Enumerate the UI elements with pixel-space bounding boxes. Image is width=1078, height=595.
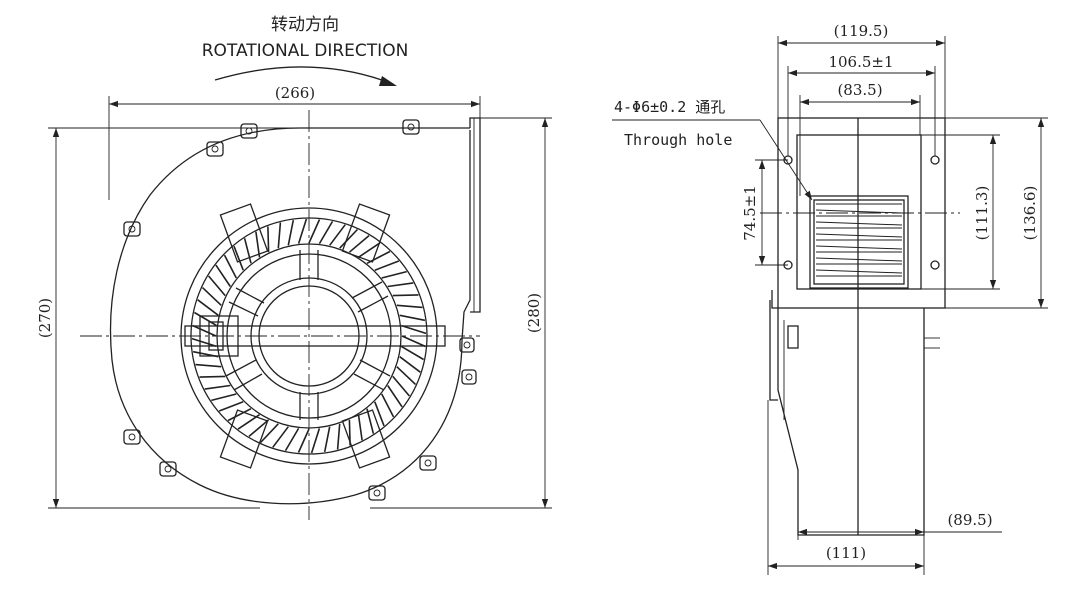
impeller-blade: [192, 324, 217, 337]
impeller-blade: [284, 427, 300, 452]
impeller-blade: [381, 270, 407, 279]
impeller-blade: [329, 224, 346, 246]
impeller-blade: [297, 218, 308, 244]
impeller-side-blade: [815, 245, 903, 250]
impeller-blade: [318, 220, 334, 245]
impeller-blade: [339, 228, 358, 249]
impeller-blade: [396, 366, 417, 385]
impeller-blade: [357, 414, 363, 441]
top-dimension-1: (119.5): [834, 22, 889, 40]
hole-note-en: Through hole: [624, 131, 732, 149]
impeller-side-blade: [815, 269, 903, 274]
impeller-blade: [387, 385, 403, 408]
impeller-blade: [380, 393, 395, 418]
impeller-blade: [287, 219, 295, 246]
mounting-tab: [123, 119, 477, 501]
hole-spacing-dimension: 74.5±1: [741, 185, 759, 241]
impeller-blade: [223, 254, 238, 279]
front-view: (266) (270) (280): [36, 84, 552, 520]
impeller-blade: [401, 324, 427, 335]
rotation-arrow-head: [379, 76, 397, 86]
inner-height-dimension: (111.3): [973, 186, 991, 241]
impeller-blade: [358, 242, 381, 258]
impeller-blade: [399, 356, 421, 373]
top-dimension-3: (83.5): [837, 81, 882, 99]
impeller-side-blade: [815, 209, 903, 214]
impeller-blade: [323, 426, 331, 453]
impeller-blade: [207, 275, 226, 297]
impeller-blade: [277, 222, 282, 249]
impeller-blade: [272, 426, 289, 448]
impeller-blade: [211, 393, 237, 402]
impeller-blade: [401, 335, 426, 348]
impeller-side-blade: [815, 221, 903, 226]
impeller-blade: [201, 287, 222, 306]
impeller-blade: [387, 282, 414, 288]
outlet-flange: [469, 117, 481, 313]
hole-note-cn: 4-Φ6±0.2 通孔: [614, 98, 725, 116]
rotation-label-en: ROTATIONAL DIRECTION: [202, 41, 409, 61]
impeller-blade: [255, 231, 261, 258]
impeller-blade: [227, 407, 252, 422]
top-dimension-2: 106.5±1: [828, 53, 893, 71]
impeller-blade: [195, 363, 222, 368]
impeller-blade: [199, 375, 226, 378]
width-dimension: (266): [275, 84, 315, 102]
rotation-direction-label: 转动方向 ROTATIONAL DIRECTION: [202, 15, 409, 86]
bottom-dimension-2: (111): [826, 544, 866, 562]
impeller-blade: [218, 401, 244, 412]
impeller-blade: [197, 299, 219, 316]
impeller-blade: [374, 260, 400, 271]
impeller-side-blade: [815, 257, 903, 262]
right-height-dimension: (280): [525, 293, 543, 333]
impeller-blade: [392, 294, 419, 297]
impeller-blade: [400, 345, 425, 361]
impeller-blade: [374, 401, 385, 427]
impeller-blade: [191, 337, 217, 348]
impeller-side-blade: [815, 233, 903, 238]
impeller-blade: [392, 375, 411, 397]
impeller-blade: [233, 245, 244, 271]
impeller-side: [809, 195, 909, 289]
impeller-blade: [399, 314, 426, 322]
bottom-dimension-1: (89.5): [947, 511, 992, 529]
housing-body: [777, 308, 925, 536]
left-height-dimension: (270): [36, 298, 54, 338]
impeller-blade: [366, 408, 375, 434]
impeller-blade: [248, 419, 270, 438]
impeller-blade: [348, 234, 370, 253]
impeller-side-blades: [815, 203, 903, 277]
rotation-arrow: [214, 66, 394, 85]
impeller-blade: [396, 304, 423, 309]
impeller-blade: [310, 428, 321, 454]
impeller-blade: [267, 226, 270, 253]
rotation-label-cn: 转动方向: [271, 15, 339, 35]
impeller-blade: [260, 423, 279, 444]
impeller-blade: [243, 238, 252, 264]
outer-height-dimension: (136.6): [1021, 186, 1039, 241]
impeller-blade: [336, 423, 341, 450]
impeller-blade: [215, 264, 231, 287]
impeller-blade: [308, 219, 321, 244]
hole-callout: 4-Φ6±0.2 通孔 Through hole: [612, 98, 813, 201]
side-view: (119.5) 106.5±1 (83.5) 4-Φ6±0.2 通孔 Throu…: [612, 22, 1048, 575]
impeller-blade: [297, 428, 310, 453]
housing-outline: [109, 127, 471, 505]
impeller-blade: [193, 311, 218, 327]
impeller-blade: [204, 384, 231, 390]
